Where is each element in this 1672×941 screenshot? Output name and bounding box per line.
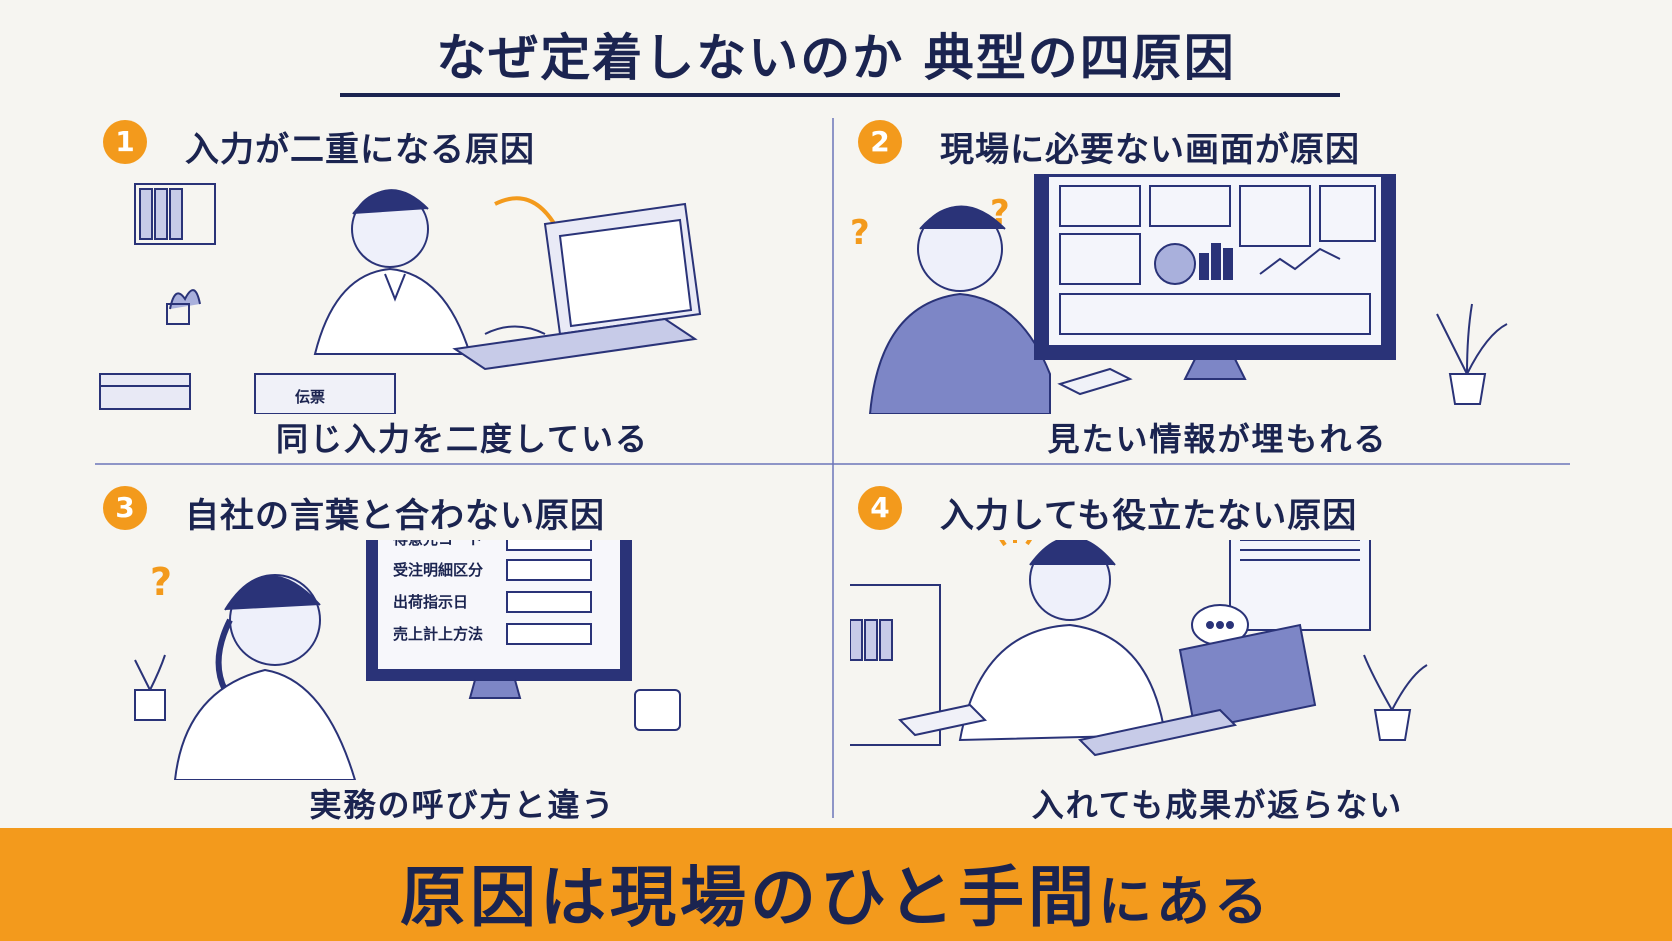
svg-text:?: ?	[150, 560, 172, 604]
conclusion-main: 原因は現場のひと手間	[399, 859, 1099, 936]
form-field-label-2: 受注明細区分	[393, 561, 483, 579]
panel-cause-1: 1 入力が二重になる原因 伝票 同じ入力を二度している	[95, 112, 830, 458]
conclusion-banner: 原因は現場のひと手間にある	[0, 828, 1672, 941]
number-badge-2: 2	[858, 120, 902, 164]
illustration-no-payoff	[850, 540, 1428, 757]
horizontal-divider	[95, 463, 1570, 465]
illustration-cluttered-screen: ? ?	[850, 174, 1508, 414]
panel-heading-3: 自社の言葉と合わない原因	[185, 496, 605, 536]
svg-text:?: ?	[850, 213, 870, 253]
number-badge-4: 4	[858, 486, 902, 530]
title-underline	[340, 93, 1340, 97]
illustration-double-entry: 伝票	[99, 183, 702, 414]
panel-heading-1: 入力が二重になる原因	[185, 130, 535, 170]
vertical-divider	[832, 118, 834, 818]
panel-heading-4: 入力しても役立たない原因	[940, 496, 1358, 536]
panel-caption-2: 見たい情報が埋もれる	[1047, 420, 1388, 458]
panel-caption-3: 実務の呼び方と違う	[309, 786, 616, 824]
panel-caption-1: 同じ入力を二度している	[275, 420, 650, 458]
illustration-unfamiliar-terms: ? 得意先コード 受注明細区分 出荷指示日 売上計上方法	[134, 540, 681, 780]
panel-cause-4: 4 入力しても役立たない原因 入れても成果が返らない	[850, 478, 1585, 824]
form-field-label-1: 得意先コード	[392, 540, 483, 548]
panel-cause-3: 3 自社の言葉と合わない原因 ? 得意先コード 受注明細区分 出荷指示日 売上計…	[95, 478, 830, 824]
number-badge-3: 3	[103, 486, 147, 530]
panel-caption-4: 入れても成果が返らない	[1031, 786, 1404, 824]
number-badge-1: 1	[103, 120, 147, 164]
panel-cause-2: 2 現場に必要ない画面が原因 ? ? 見たい情報が埋もれ	[850, 112, 1585, 458]
conclusion-tail: にある	[1098, 870, 1273, 933]
form-field-label-3: 出荷指示日	[393, 593, 468, 611]
conclusion-text: 原因は現場のひと手間にある	[0, 844, 1672, 940]
page-title: なぜ定着しないのか 典型の四原因	[436, 29, 1236, 87]
panel-heading-2: 現場に必要ない画面が原因	[940, 130, 1360, 170]
slip-label: 伝票	[295, 388, 325, 406]
form-field-label-4: 売上計上方法	[393, 625, 483, 643]
